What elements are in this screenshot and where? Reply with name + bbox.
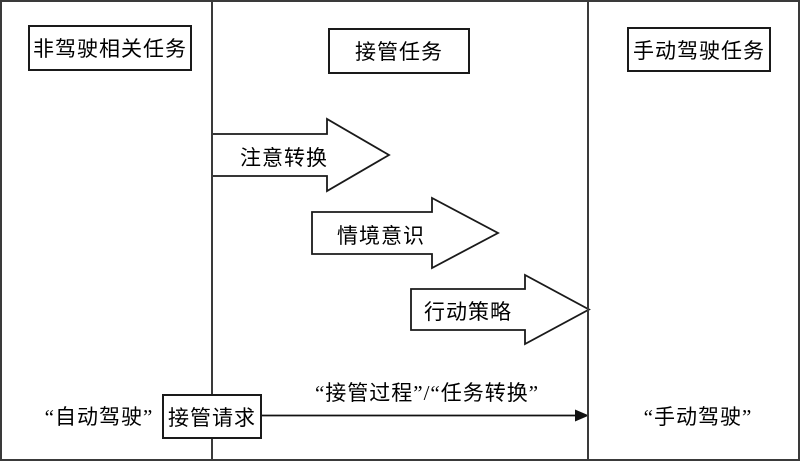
takeover-request-label: 接管请求	[168, 405, 256, 430]
automated-driving-state-label: “自动驾驶”	[44, 405, 154, 429]
manual-driving-state-label: “手动驾驶”	[643, 405, 753, 429]
action-strategy-label: 行动策略	[424, 300, 512, 324]
takeover-transition-label: “接管过程”/“任务转换”	[314, 381, 540, 405]
box-takeover-task: 接管任务	[328, 28, 470, 74]
box-manual-driving-task-label: 手动驾驶任务	[633, 38, 765, 63]
attention-shift-arrow	[211, 117, 391, 193]
attention-shift-label: 注意转换	[240, 146, 328, 170]
box-non-driving-related-task: 非驾驶相关任务	[28, 25, 192, 71]
box-takeover-task-label: 接管任务	[355, 40, 443, 64]
action-strategy-arrow	[410, 273, 591, 346]
situation-awareness-label: 情境意识	[337, 224, 425, 248]
divider-takeover-manual	[587, 2, 589, 459]
divider-automated-takeover	[211, 2, 213, 459]
box-non-driving-related-task-label: 非驾驶相关任务	[33, 37, 187, 61]
situation-awareness-arrow	[311, 196, 500, 270]
box-manual-driving-task: 手动驾驶任务	[627, 27, 771, 72]
takeover-request-box: 接管请求	[162, 394, 262, 439]
takeover-timeline-arrowhead	[575, 409, 589, 422]
